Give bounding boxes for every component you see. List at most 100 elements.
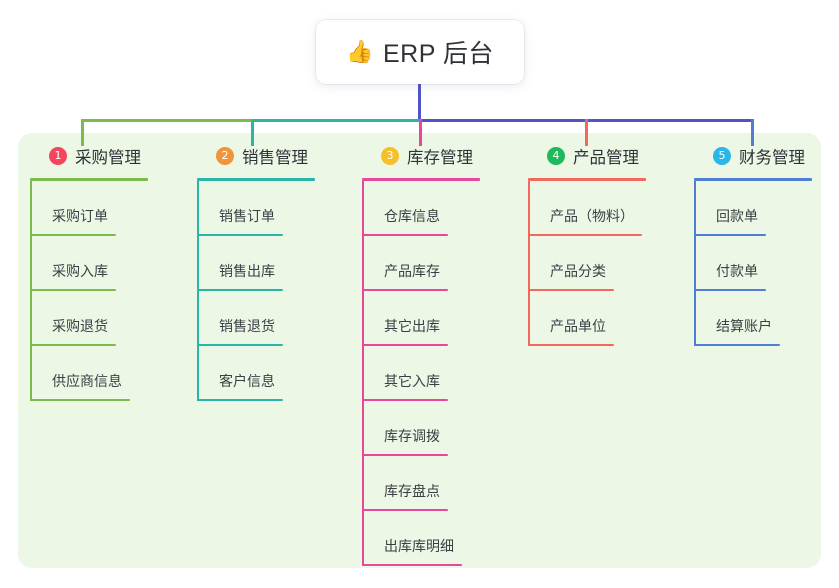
branch-item-label: 结算账户 (716, 318, 772, 334)
branch-item-rule (362, 454, 448, 456)
branch-item[interactable]: 产品库存 (362, 236, 480, 291)
connector-bar-segment-2 (253, 119, 423, 122)
root-node-label: 👍 ERP 后台 (346, 34, 494, 70)
branch-number-badge: 5 (713, 147, 731, 165)
branch-title: 库存管理 (407, 149, 473, 167)
branch-item[interactable]: 采购退货 (30, 291, 148, 346)
branch-item-label: 产品（物料） (550, 208, 634, 224)
branch-item-label: 采购退货 (52, 318, 108, 334)
branch-header-库存管理[interactable]: 3 库存管理 (362, 143, 480, 169)
branches-panel (18, 133, 821, 568)
branch-item-rule (694, 344, 780, 346)
branch-header-产品管理[interactable]: 4 产品管理 (528, 143, 646, 169)
branch-item[interactable]: 产品分类 (528, 236, 646, 291)
branch-item-label: 产品分类 (550, 263, 606, 279)
branch-header-财务管理[interactable]: 5 财务管理 (694, 143, 812, 169)
branch-item-label: 产品库存 (384, 263, 440, 279)
branch-item[interactable]: 库存盘点 (362, 456, 480, 511)
branch-spine (694, 181, 696, 346)
branch-item[interactable]: 出库库明细 (362, 511, 480, 566)
thumbs-up-icon: 👍 (346, 39, 374, 64)
branch-item-label: 回款单 (716, 208, 758, 224)
branch-items: 销售订单销售出库销售退货客户信息 (197, 181, 315, 401)
branch-item-label: 仓库信息 (384, 208, 440, 224)
branch-number-badge: 4 (547, 147, 565, 165)
branch-header-rule (362, 178, 480, 181)
connector-drop-4 (585, 119, 588, 146)
branch-item[interactable]: 结算账户 (694, 291, 812, 346)
branch-item[interactable]: 采购入库 (30, 236, 148, 291)
branch-column-财务管理: 5 财务管理回款单付款单结算账户 (694, 143, 812, 346)
connector-drop-2 (251, 119, 254, 146)
branch-items: 产品（物料） 产品分类产品单位 (528, 181, 646, 346)
branch-item-rule (197, 344, 283, 346)
branch-header-rule (694, 178, 812, 181)
branch-item-label: 客户信息 (219, 373, 275, 389)
branch-item-rule (362, 289, 448, 291)
branch-item-rule (528, 289, 614, 291)
branch-item-rule (362, 509, 448, 511)
branch-item-rule (30, 344, 116, 346)
branch-item-label: 其它入库 (384, 373, 440, 389)
branch-item-rule (30, 399, 130, 401)
connector-drop-1 (81, 119, 84, 146)
branch-item-label: 采购订单 (52, 208, 108, 224)
branch-item[interactable]: 销售退货 (197, 291, 315, 346)
branch-item[interactable]: 销售订单 (197, 181, 315, 236)
branch-item[interactable]: 付款单 (694, 236, 812, 291)
branch-items: 仓库信息产品库存其它出库其它入库库存调拨库存盘点出库库明细 (362, 181, 480, 566)
branch-title: 销售管理 (242, 149, 308, 167)
branch-item-rule (197, 289, 283, 291)
branch-item-rule (694, 234, 766, 236)
branch-number-badge: 3 (381, 147, 399, 165)
branch-item[interactable]: 其它出库 (362, 291, 480, 346)
branch-item[interactable]: 供应商信息 (30, 346, 148, 401)
branch-item-rule (30, 289, 116, 291)
root-stem-connector (418, 84, 421, 122)
root-node[interactable]: 👍 ERP 后台 (316, 20, 524, 84)
branch-item[interactable]: 产品单位 (528, 291, 646, 346)
branch-items: 采购订单采购入库采购退货供应商信息 (30, 181, 148, 401)
branch-item-label: 销售出库 (219, 263, 275, 279)
branch-header-销售管理[interactable]: 2 销售管理 (197, 143, 315, 169)
branch-item-label: 采购入库 (52, 263, 108, 279)
branch-item-label: 销售退货 (219, 318, 275, 334)
branch-item[interactable]: 销售出库 (197, 236, 315, 291)
branch-title: 采购管理 (75, 149, 141, 167)
branch-header-rule (197, 178, 315, 181)
branch-column-产品管理: 4 产品管理产品（物料） 产品分类产品单位 (528, 143, 646, 346)
branch-item[interactable]: 回款单 (694, 181, 812, 236)
branch-item-rule (694, 289, 766, 291)
branch-item[interactable]: 产品（物料） (528, 181, 646, 236)
branch-number-badge: 2 (216, 147, 234, 165)
branch-item-rule (528, 344, 614, 346)
branch-spine (30, 181, 32, 401)
branch-item-label: 库存调拨 (384, 428, 440, 444)
root-node-text: ERP 后台 (383, 40, 494, 68)
branch-item-label: 销售订单 (219, 208, 275, 224)
branch-item-rule (197, 399, 283, 401)
branch-item-rule (197, 234, 283, 236)
branch-spine (362, 181, 364, 566)
branch-item[interactable]: 其它入库 (362, 346, 480, 401)
branch-column-销售管理: 2 销售管理销售订单销售出库销售退货客户信息 (197, 143, 315, 401)
branch-item[interactable]: 仓库信息 (362, 181, 480, 236)
branch-item-rule (362, 234, 448, 236)
branch-title: 财务管理 (739, 149, 805, 167)
branch-item-label: 出库库明细 (384, 538, 454, 554)
connector-bar-segment-1 (81, 119, 257, 122)
branch-item[interactable]: 采购订单 (30, 181, 148, 236)
branch-items: 回款单付款单结算账户 (694, 181, 812, 346)
branch-item-rule (362, 344, 448, 346)
branch-item[interactable]: 库存调拨 (362, 401, 480, 456)
branch-item-label: 付款单 (716, 263, 758, 279)
branch-item[interactable]: 客户信息 (197, 346, 315, 401)
branch-item-rule (362, 399, 448, 401)
branch-item-label: 其它出库 (384, 318, 440, 334)
connector-drop-5 (751, 119, 754, 146)
branch-title: 产品管理 (573, 149, 639, 167)
branch-item-label: 库存盘点 (384, 483, 440, 499)
